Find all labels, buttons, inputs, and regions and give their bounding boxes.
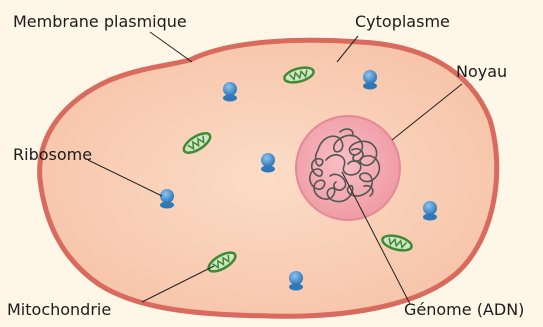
ribosome-1: [223, 82, 237, 102]
ribosome-3: [261, 153, 275, 173]
label-cytoplasme: Cytoplasme: [355, 12, 450, 32]
leader-membrane: [150, 32, 192, 62]
ribosome-6: [289, 271, 303, 291]
label-mitochondrie: Mitochondrie: [7, 300, 111, 320]
ribosome-4: [160, 189, 174, 209]
label-membrane-plasmique: Membrane plasmique: [13, 12, 187, 32]
label-genome-adn: Génome (ADN): [404, 300, 524, 320]
cell-membrane: [40, 40, 497, 316]
ribosome-2: [363, 70, 377, 90]
ribosome-5: [423, 201, 437, 221]
label-noyau: Noyau: [456, 62, 507, 82]
label-ribosome: Ribosome: [13, 145, 92, 165]
